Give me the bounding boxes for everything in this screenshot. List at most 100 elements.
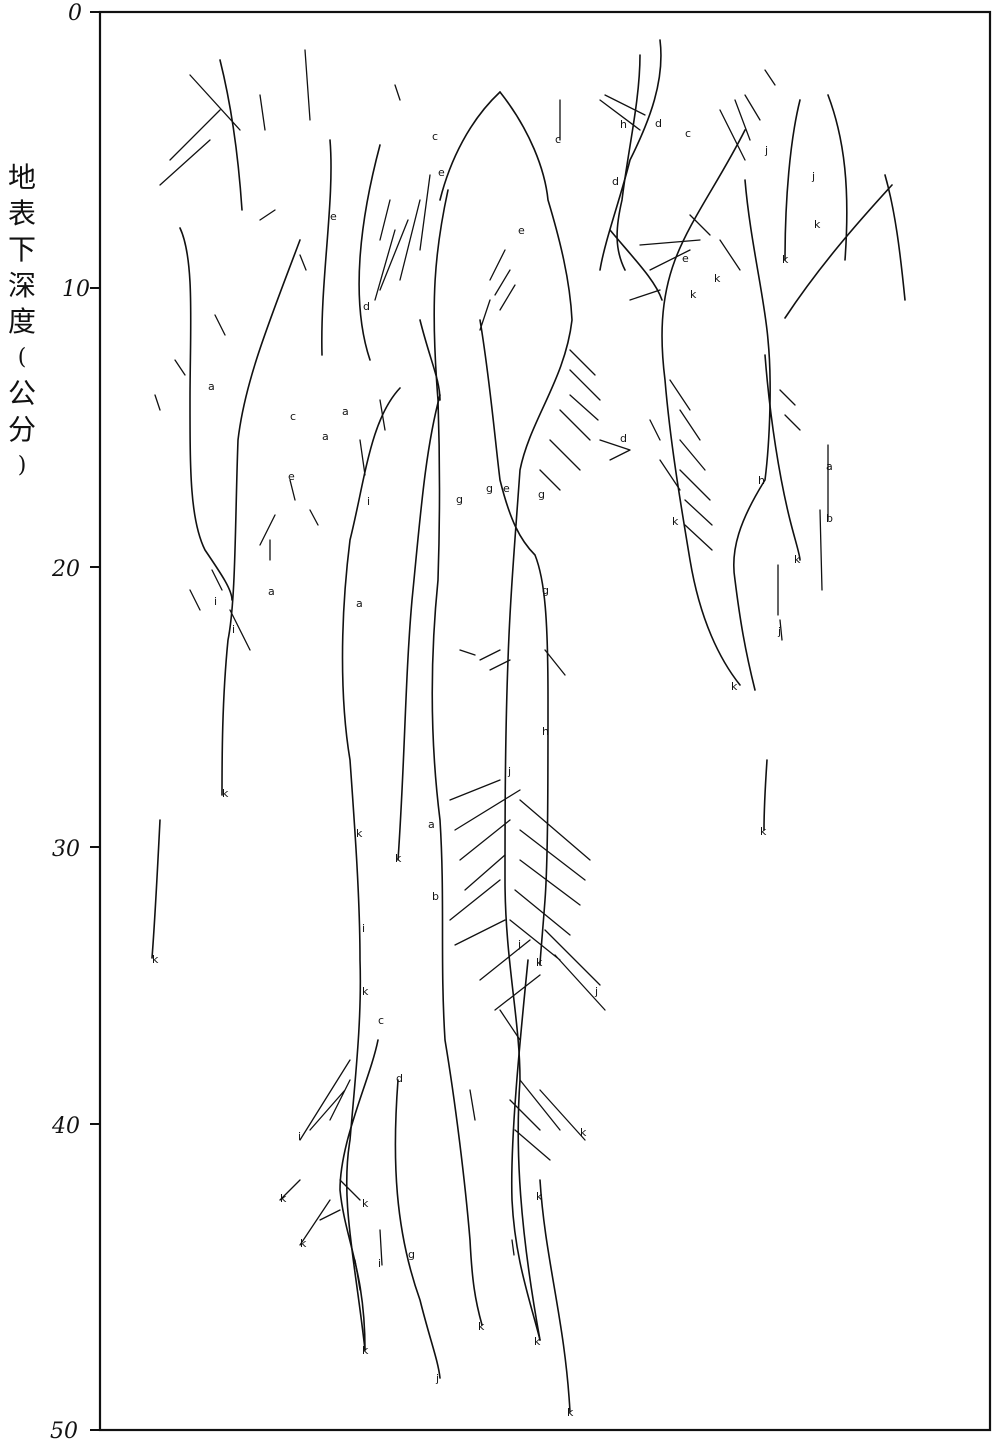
segment-marker: h (758, 474, 765, 487)
segment-marker: d (396, 1072, 403, 1085)
segment-marker: h (620, 118, 627, 131)
root-tip-marker: k (478, 1320, 485, 1333)
root-tip-marker: k (300, 1237, 307, 1250)
segment-marker: g (486, 482, 493, 495)
segment-marker: b (432, 890, 439, 903)
root-strand (440, 92, 500, 200)
segment-marker: a (342, 405, 349, 418)
root-strand (343, 388, 401, 1350)
segment-marker: g (542, 584, 549, 597)
root-tip-marker: k (782, 253, 789, 266)
segment-marker: j (777, 625, 781, 638)
root-tip-marker: k (362, 985, 369, 998)
rootlets (155, 50, 828, 1290)
segment-marker: j (594, 985, 598, 998)
segment-marker: g (408, 1248, 415, 1261)
root-strand (322, 140, 331, 355)
segment-marker: i (362, 922, 365, 935)
root-strand (432, 190, 482, 1325)
root-tip-marker: k (536, 956, 543, 969)
y-tick-label: 50 (50, 1419, 78, 1444)
root-strand (395, 1080, 440, 1378)
root-strand (785, 185, 892, 318)
root-tip-marker: k (280, 1192, 287, 1205)
segment-marker: e (503, 482, 510, 495)
segment-marker: e (438, 166, 445, 179)
segment-marker: g (456, 493, 463, 506)
segment-marker: i (298, 1130, 301, 1143)
root-strand (662, 130, 745, 685)
segment-marker: i (214, 595, 217, 608)
segment-marker: a (826, 460, 833, 473)
root-strand (885, 175, 905, 300)
segment-marker: a (322, 430, 329, 443)
rootlet (160, 50, 560, 185)
root-strand (764, 760, 767, 830)
root-tip-marker: k (794, 553, 801, 566)
segment-marker: i (367, 495, 370, 508)
root-tip-marker: k (536, 1190, 543, 1203)
segment-marker: d (363, 300, 370, 313)
root-tip-marker: k (362, 1344, 369, 1357)
segment-marker: j (517, 938, 521, 951)
main-roots (152, 40, 905, 1412)
segment-marker: b (826, 512, 833, 525)
segment-marker: j (811, 170, 815, 183)
root-strand (540, 1180, 570, 1412)
root-tip-marker: k (731, 680, 738, 693)
segment-marker: a (208, 380, 215, 393)
segment-marker: c (432, 130, 438, 143)
segment-marker: c (290, 410, 296, 423)
segment-marker: j (435, 1372, 439, 1385)
segment-marker: c (378, 1014, 384, 1027)
segment-marker: c (685, 127, 691, 140)
root-tip-marker: k (814, 218, 821, 231)
rootlet (460, 650, 565, 675)
segment-marker: a (356, 597, 363, 610)
root-strand (220, 60, 242, 210)
root-tip-marker: k (567, 1406, 574, 1419)
root-tip-markers: k k k k k k k k k k k k k k k k k k k k … (152, 218, 821, 1419)
root-strand (500, 92, 572, 1340)
root-strand (617, 55, 640, 270)
segment-marker: g (538, 488, 545, 501)
root-tip-marker: k (690, 288, 697, 301)
root-strand (734, 180, 770, 690)
y-tick-label: 20 (51, 557, 80, 582)
segment-marker: j (764, 144, 768, 157)
segment-marker: d (655, 117, 662, 130)
segment-marker: d (620, 432, 627, 445)
root-tip-marker: k (395, 852, 402, 865)
root-tip-marker: k (152, 953, 159, 966)
root-tip-marker: k (362, 1197, 369, 1210)
rootlet (600, 240, 700, 460)
segment-marker: i (378, 1257, 381, 1270)
root-tip-marker: k (580, 1126, 587, 1139)
segment-marker: a (428, 818, 435, 831)
rootlet (480, 250, 515, 330)
rootlet (280, 1010, 585, 1245)
segment-marker: e (330, 210, 337, 223)
y-tick-label: 0 (68, 1, 82, 26)
segment-marker: d (612, 175, 619, 188)
y-tick-label: 40 (51, 1114, 80, 1139)
root-strand (359, 145, 380, 360)
segment-marker: h (542, 725, 549, 738)
root-tip-marker: k (534, 1335, 541, 1348)
segment-marker: a (268, 585, 275, 598)
root-tip-marker: k (356, 827, 363, 840)
rootlet (450, 780, 605, 1010)
segment-marker: e (288, 470, 295, 483)
segment-marker: i (232, 623, 235, 636)
y-tick-label: 10 (62, 277, 90, 302)
root-tip-marker: k (760, 825, 767, 838)
y-axis: 0 10 20 30 40 50 (50, 1, 100, 1444)
rootlet (778, 390, 828, 640)
root-tip-marker: k (672, 515, 679, 528)
root-tip-marker: k (714, 272, 721, 285)
root-strand (180, 228, 232, 600)
root-strand (600, 40, 661, 270)
rootlet (540, 350, 600, 490)
